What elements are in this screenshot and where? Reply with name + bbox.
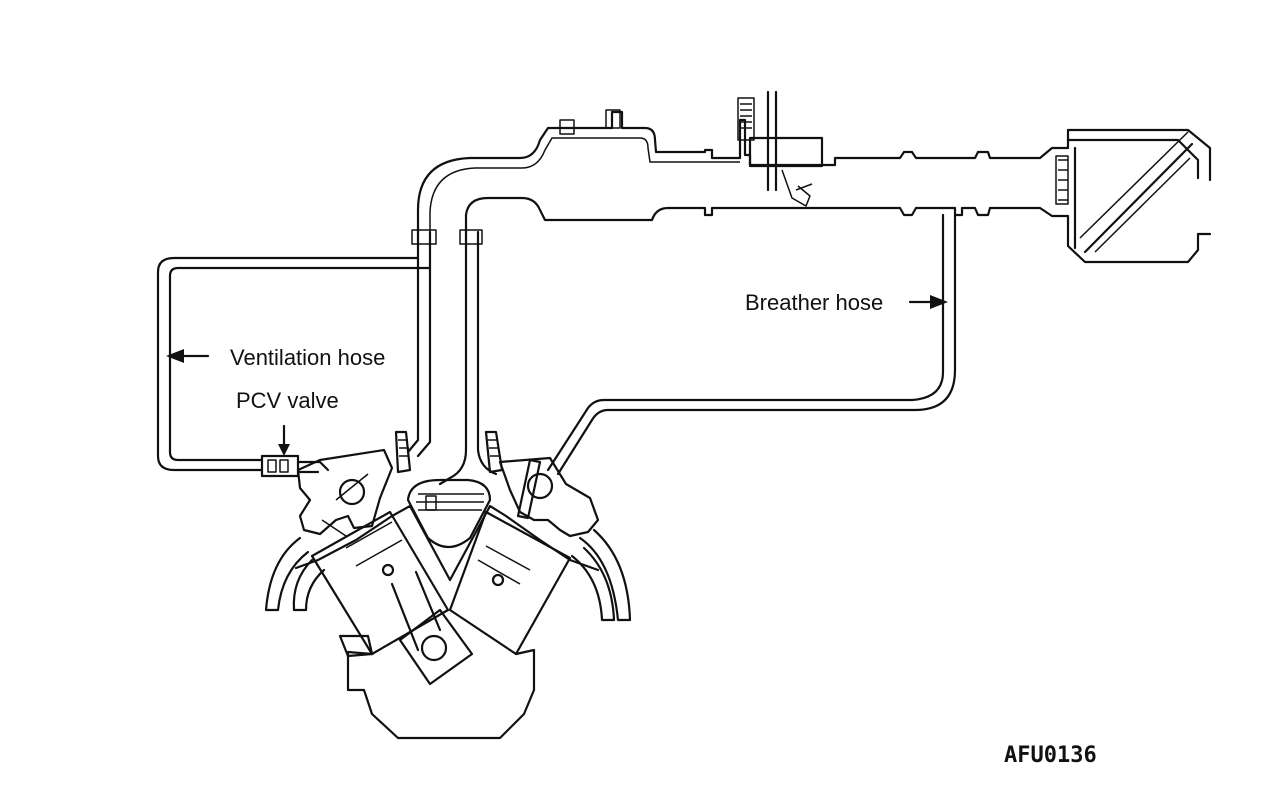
ventilation-hose-label: Ventilation hose	[230, 345, 385, 370]
ventilation-hose-callout: Ventilation hose	[166, 345, 385, 370]
pcv-valve-callout: PCV valve	[236, 388, 339, 413]
engine-cutaway	[264, 430, 632, 740]
breather-hose-callout: Breather hose	[745, 290, 948, 315]
pcv-valve-part	[260, 424, 330, 478]
breather-hose	[546, 213, 957, 476]
intake-duct	[416, 90, 1212, 264]
pcv-valve-label: PCV valve	[236, 388, 339, 413]
breather-hose-label: Breather hose	[745, 290, 883, 315]
figure-code: AFU0136	[1004, 743, 1097, 768]
ventilation-hose	[156, 229, 483, 472]
